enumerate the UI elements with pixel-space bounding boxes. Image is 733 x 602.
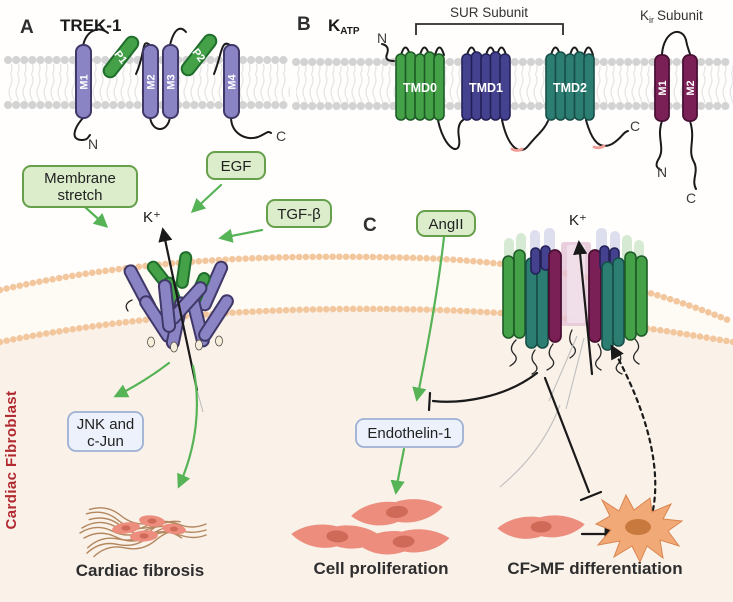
membrane-stretch-box: Membrane stretch: [22, 165, 138, 208]
katp-title: KATP: [328, 16, 360, 37]
kir-c-terminus: C: [686, 190, 696, 206]
k-efflux-arrow-katp: [573, 240, 594, 376]
trek1-helices: M1 P1 M2 M3 P2 M4: [75, 33, 240, 119]
tmd2-cluster: TMD2: [545, 51, 595, 121]
helix-m4: [223, 44, 240, 119]
cf-mf-differentiation-label: CF>MF differentiation: [507, 559, 682, 578]
k-plus-label-trek: K⁺: [143, 209, 161, 226]
kir-m2-label: M2: [685, 80, 697, 95]
cf-mf-graphic: [497, 493, 684, 564]
panel-a-trek1: A TREK-1 M1 P1 M2 M3: [4, 16, 294, 152]
pore-p2: [180, 33, 218, 77]
endothelin-box: Endothelin-1: [355, 418, 464, 448]
membrane-stretch-line2: stretch: [57, 187, 102, 204]
trek1-title: TREK-1: [60, 16, 121, 35]
panel-b-katp: B KATP SUR Subunit: [292, 5, 733, 206]
endothelin-to-proliferation-arrow: [390, 447, 406, 495]
panel-b-label: B: [297, 14, 311, 35]
tmd2-label: TMD2: [553, 81, 587, 95]
katp-inhibits-endothelin: [427, 371, 539, 412]
stimulus-boxes: Membrane stretch EGF TGF-β AngII JNK and…: [22, 151, 476, 452]
kir-helix-m1: [654, 54, 670, 122]
endothelin-label: Endothelin-1: [367, 425, 451, 442]
sur-subunit-label: SUR Subunit: [450, 5, 528, 20]
helix-m3-label: M3: [166, 74, 178, 89]
katp-inhibits-differentiation: [543, 376, 603, 502]
sur-bracket: SUR Subunit: [415, 5, 564, 35]
jnk-cjun-box: JNK and c-Jun: [67, 411, 144, 452]
cardiac-fibrosis-label: Cardiac fibrosis: [76, 561, 205, 580]
tmd0-cluster: TMD0: [395, 51, 445, 121]
trek1-c-terminus: C: [276, 128, 286, 144]
myofibroblast-cell: [594, 493, 684, 564]
trek1-channel-complex: [123, 251, 234, 353]
panel-c-label: C: [363, 215, 377, 236]
katp-channel-complex: [499, 228, 648, 488]
helix-m1: [75, 44, 92, 119]
k-plus-label-katp: K⁺: [569, 212, 587, 229]
kir-helix-m2: [682, 54, 698, 122]
egf-arrow: [190, 183, 223, 213]
membrane-stretch-line1: Membrane: [44, 170, 116, 187]
angii-box: AngII: [416, 210, 476, 237]
katp-main-rods: [502, 245, 648, 351]
cardiac-fibrosis-graphic: [79, 507, 207, 558]
tmd1-cluster: TMD1: [461, 51, 511, 121]
cell-proliferation-label: Cell proliferation: [313, 559, 448, 578]
katp-loops: [381, 43, 629, 152]
membrane-stretch-arrow: [83, 205, 109, 228]
jnk-line2: c-Jun: [87, 433, 124, 450]
angii-label: AngII: [428, 216, 463, 233]
trek-to-jnk-arrow: [113, 361, 171, 398]
helix-m2-label: M2: [146, 74, 158, 89]
jnk-line1: JNK and: [77, 416, 135, 433]
angii-to-endothelin-arrow: [412, 235, 446, 402]
fibrosis-cells: [112, 515, 186, 542]
kir-n-terminus: N: [657, 164, 667, 180]
egf-label: EGF: [221, 158, 252, 175]
tgf-beta-arrow: [218, 228, 264, 243]
k-efflux-arrow-trek: [158, 227, 199, 392]
tgf-beta-label: TGF-β: [277, 206, 321, 223]
arrows: [83, 183, 657, 542]
pore-p1: [102, 35, 140, 79]
egf-box: EGF: [206, 151, 266, 180]
helix-m3: [162, 44, 179, 119]
trek1-n-terminus: N: [88, 136, 98, 152]
mf-feedback-dashed-arrow: [610, 344, 657, 512]
helix-m4-label: M4: [227, 73, 239, 89]
panel-a-label: A: [20, 17, 34, 38]
helix-m1-label: M1: [79, 74, 91, 89]
tgf-beta-box: TGF-β: [266, 199, 332, 228]
sur-c-terminus: C: [630, 118, 640, 134]
trek-to-fibrosis-arrow: [177, 364, 199, 489]
tmd0-label: TMD0: [403, 81, 437, 95]
sur-n-terminus: N: [377, 30, 387, 46]
cardiac-fibroblast-sidebar-label: Cardiac Fibroblast: [3, 391, 20, 530]
kir-m1-label: M1: [657, 80, 669, 95]
trek1-loops: [73, 27, 272, 142]
tmd1-label: TMD1: [469, 81, 503, 95]
helix-m2: [142, 44, 159, 119]
